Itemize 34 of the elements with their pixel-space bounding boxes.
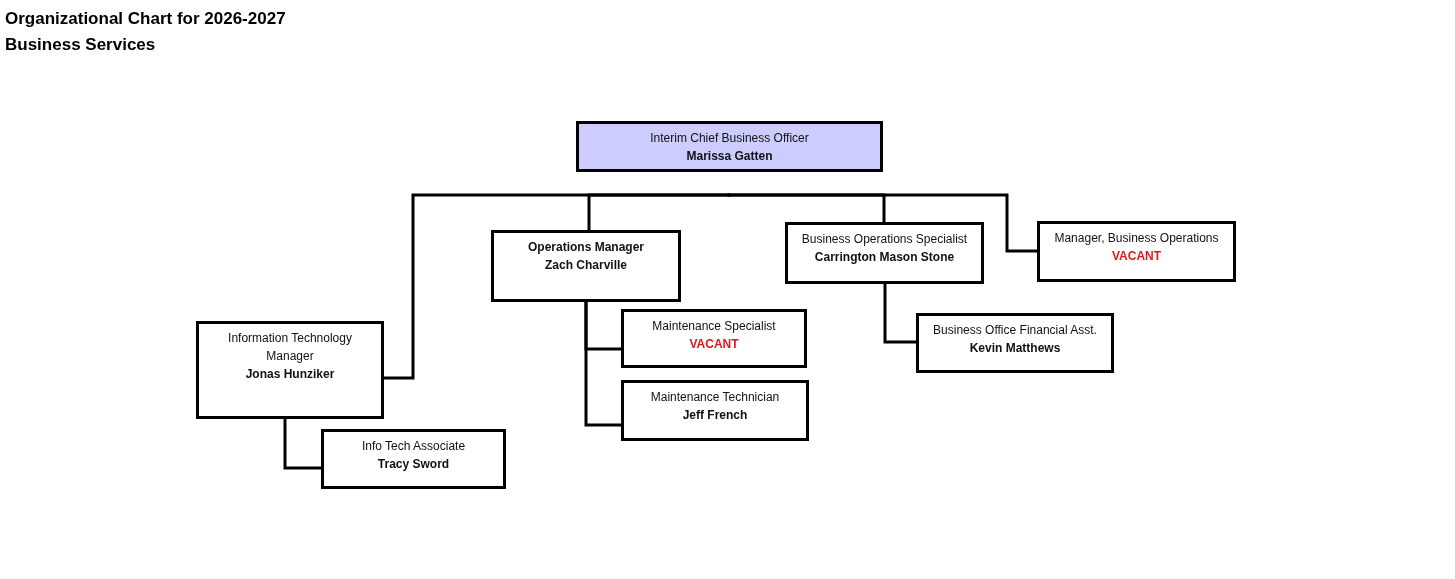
job-title: Information Technology Manager: [227, 330, 353, 365]
job-title: Business Office Financial Asst.: [932, 322, 1098, 339]
employee-name: Carrington Mason Stone: [813, 249, 956, 266]
employee-name: Zach Charville: [544, 257, 628, 274]
connector-line: [883, 282, 918, 344]
job-title: Operations Manager: [527, 239, 645, 256]
job-title: Maintenance Specialist: [651, 318, 777, 335]
position-box: [491, 230, 681, 302]
job-title: Maintenance Technician: [649, 389, 781, 406]
employee-name: Kevin Matthews: [968, 340, 1062, 357]
position-box: [576, 121, 883, 172]
employee-name: Marissa Gatten: [685, 148, 774, 165]
job-title: Business Operations Specialist: [800, 231, 969, 248]
connector-line: [727, 193, 1039, 253]
position-box: [916, 313, 1114, 373]
vacancy-status: VACANT: [1110, 248, 1163, 265]
vacancy-status: VACANT: [688, 336, 740, 353]
position-box: [785, 222, 984, 284]
employee-name: Jeff French: [681, 407, 749, 424]
connector-line: [587, 193, 731, 232]
connector-line: [584, 300, 623, 427]
position-box: [321, 429, 506, 489]
job-title: Manager, Business Operations: [1053, 230, 1220, 247]
job-title: Interim Chief Business Officer: [649, 130, 810, 147]
position-box: [1037, 221, 1236, 282]
employee-name: Jonas Hunziker: [244, 366, 336, 383]
connector-line: [283, 417, 323, 470]
employee-name: Tracy Sword: [376, 456, 451, 473]
job-title: Info Tech Associate: [360, 438, 467, 455]
position-box: [196, 321, 384, 419]
position-box: [621, 380, 809, 441]
chart-title: Organizational Chart for 2026-2027: [5, 9, 286, 29]
chart-subtitle: Business Services: [5, 35, 156, 55]
position-box: [621, 309, 807, 368]
